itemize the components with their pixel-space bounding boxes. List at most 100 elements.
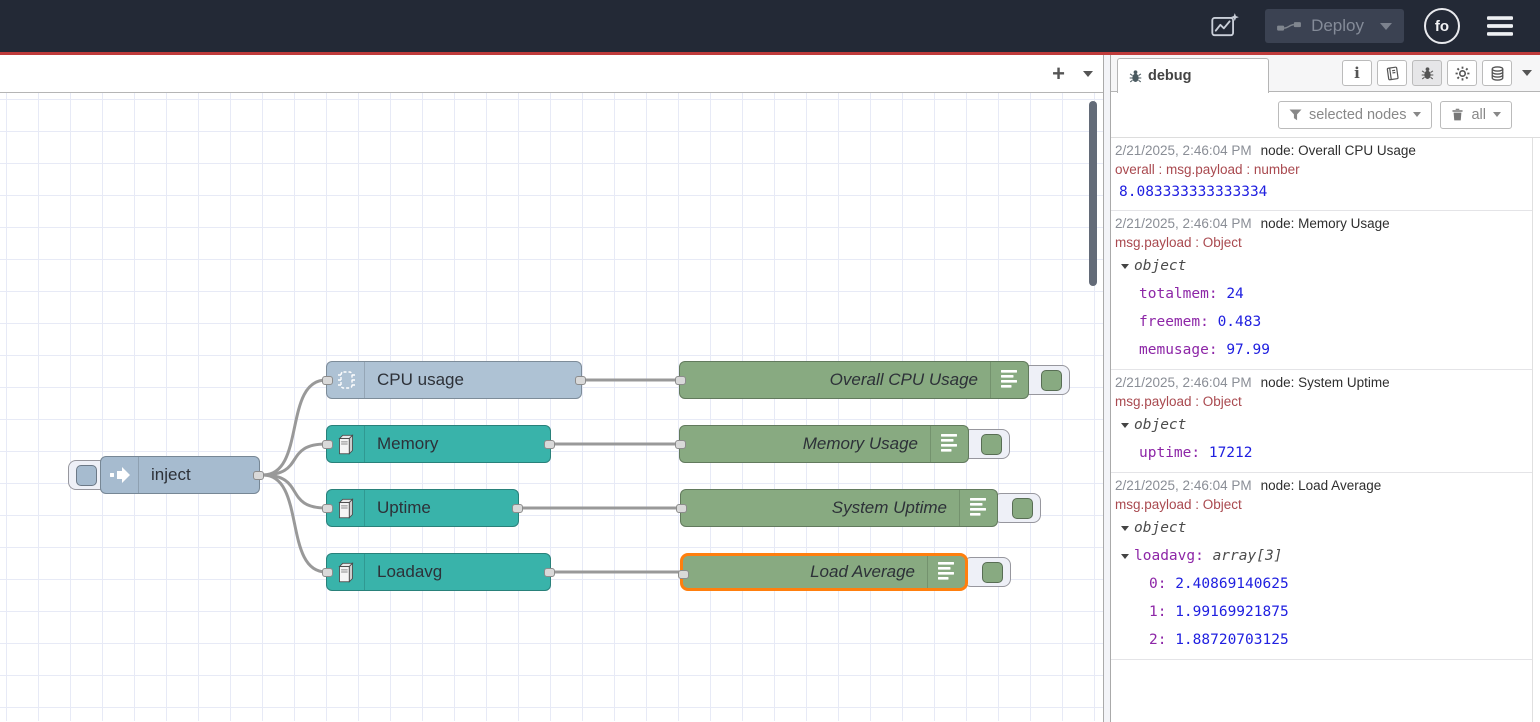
message-property-path: overall : msg.payload : number — [1115, 162, 1300, 177]
add-flow-button[interactable]: + — [1052, 61, 1065, 86]
debug-message: 2/21/2025, 2:46:04 PM node: Load Average… — [1111, 473, 1532, 660]
flow-tabbar: + — [0, 55, 1103, 93]
output-port[interactable] — [512, 504, 523, 513]
server-icon — [327, 426, 365, 462]
debug-toggle-button[interactable] — [962, 429, 1010, 459]
debug-sidebar: debug i — [1111, 55, 1540, 722]
output-port[interactable] — [253, 471, 264, 480]
debug-toggle-square — [981, 434, 1002, 455]
debug-lines-icon — [930, 426, 968, 462]
wire[interactable] — [261, 473, 328, 510]
message-property-path: msg.payload : Object — [1115, 394, 1242, 409]
flow-list-caret-icon[interactable] — [1083, 71, 1093, 77]
message-payload: 8.083333333333334 — [1119, 184, 1268, 200]
canvas-scrollbar[interactable] — [1089, 101, 1097, 286]
node-label: System Uptime — [831, 498, 947, 517]
message-timestamp: 2/21/2025, 2:46:04 PM — [1115, 143, 1252, 158]
payload-key: totalmem: — [1139, 286, 1218, 302]
payload-key: 0: — [1149, 576, 1167, 592]
node-memory-usage[interactable]: Memory Usage — [675, 425, 969, 463]
node-label: Load Average — [810, 562, 915, 581]
expand-caret-icon[interactable] — [1121, 422, 1129, 428]
message-source-node: node: System Uptime — [1260, 375, 1390, 390]
node-label: Loadavg — [377, 562, 443, 581]
help-sidebar-button[interactable] — [1377, 60, 1407, 86]
context-data-sidebar-button[interactable] — [1482, 60, 1512, 86]
debug-lines-icon — [990, 362, 1028, 398]
expand-caret-icon[interactable] — [1121, 553, 1129, 559]
wire[interactable] — [261, 442, 328, 477]
array-type-label: array[3] — [1212, 548, 1283, 564]
cpu-chip-icon — [327, 362, 365, 398]
debug-toggle-button[interactable] — [1022, 365, 1070, 395]
node-label: Uptime — [377, 498, 431, 517]
node-label: Overall CPU Usage — [829, 370, 978, 389]
debug-toggle-button[interactable] — [993, 493, 1041, 523]
debug-lines-icon — [959, 490, 997, 526]
inject-arrow-icon — [101, 457, 139, 493]
info-icon: i — [1354, 64, 1360, 82]
input-port[interactable] — [676, 504, 687, 513]
deploy-button[interactable]: Deploy — [1265, 9, 1404, 43]
header-accent-line — [0, 52, 1540, 55]
payload-key: uptime: — [1139, 445, 1201, 461]
sidebar-splitter[interactable] — [1104, 55, 1111, 722]
input-port[interactable] — [322, 376, 333, 385]
deploy-icon — [1277, 21, 1301, 31]
node-memory[interactable]: Memory — [322, 425, 555, 463]
output-port[interactable] — [575, 376, 586, 385]
object-label: object — [1134, 258, 1187, 274]
node-load-average[interactable]: Load Average — [678, 553, 968, 591]
config-sidebar-button[interactable] — [1447, 60, 1477, 86]
expand-caret-icon[interactable] — [1121, 525, 1129, 531]
flow-canvas[interactable]: inject CPU usage — [0, 93, 1103, 721]
expand-caret-icon[interactable] — [1121, 263, 1129, 269]
input-port[interactable] — [322, 568, 333, 577]
payload-key: loadavg: — [1134, 548, 1204, 564]
tab-debug[interactable]: debug — [1117, 58, 1269, 93]
flow-preview-icon — [1211, 13, 1239, 37]
bug-icon — [1129, 69, 1142, 82]
deploy-options-caret-icon[interactable] — [1380, 22, 1392, 30]
flow-preview-button[interactable] — [1205, 6, 1245, 46]
payload-key: memusage: — [1139, 342, 1218, 358]
output-port[interactable] — [544, 440, 555, 449]
input-port[interactable] — [678, 570, 689, 579]
payload-key: 2: — [1149, 632, 1167, 648]
debug-message: 2/21/2025, 2:46:04 PM node: System Uptim… — [1111, 370, 1532, 473]
object-label: object — [1134, 520, 1187, 536]
sidebar-tab-header: debug i — [1111, 55, 1540, 93]
node-cpu-usage[interactable]: CPU usage — [322, 361, 586, 399]
clear-caret-icon — [1493, 112, 1501, 117]
sidebar-menu-caret-icon[interactable] — [1522, 70, 1532, 76]
input-port[interactable] — [322, 440, 333, 449]
wire[interactable] — [261, 473, 328, 574]
user-avatar[interactable]: fo — [1424, 8, 1460, 44]
input-port[interactable] — [675, 376, 686, 385]
main-menu-button[interactable] — [1480, 6, 1520, 46]
node-overall-cpu-usage[interactable]: Overall CPU Usage — [675, 361, 1029, 399]
input-port[interactable] — [322, 504, 333, 513]
avatar-initials: fo — [1434, 17, 1450, 35]
server-icon — [327, 554, 365, 590]
node-uptime[interactable]: Uptime — [322, 489, 523, 527]
deploy-label: Deploy — [1311, 16, 1364, 35]
debug-filter-button[interactable]: selected nodes — [1277, 100, 1433, 129]
debug-clear-button[interactable]: all — [1440, 100, 1512, 129]
node-label: Memory Usage — [802, 434, 918, 453]
node-label: Memory — [377, 434, 439, 453]
node-inject[interactable]: inject — [100, 456, 264, 494]
info-sidebar-button[interactable]: i — [1342, 60, 1372, 86]
filter-caret-icon — [1413, 112, 1422, 117]
debug-sidebar-button[interactable] — [1412, 60, 1442, 86]
wire[interactable] — [261, 378, 328, 477]
node-system-uptime[interactable]: System Uptime — [676, 489, 998, 527]
debug-toggle-button[interactable] — [963, 557, 1011, 587]
debug-toggle-square — [1012, 498, 1033, 519]
input-port[interactable] — [675, 440, 686, 449]
output-port[interactable] — [544, 568, 555, 577]
payload-key: 1: — [1149, 604, 1167, 620]
payload-value: 1.88720703125 — [1175, 632, 1289, 648]
node-loadavg[interactable]: Loadavg — [322, 553, 555, 591]
node-label: CPU usage — [377, 370, 464, 389]
